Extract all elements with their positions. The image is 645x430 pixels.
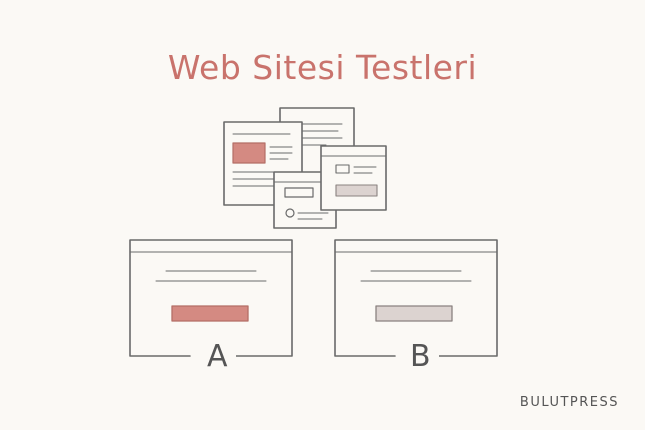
variant-b-window (334, 239, 498, 357)
page-title: Web Sitesi Testleri (167, 48, 478, 87)
variant-b-label: B (402, 340, 439, 374)
variant-a-window (129, 239, 293, 357)
document-right (320, 145, 387, 211)
document-cluster (223, 107, 387, 229)
brand-logo: BULUTPRESS (519, 395, 619, 410)
variant-a-button (171, 305, 249, 322)
variant-b-button (375, 305, 453, 322)
document-left (223, 121, 303, 206)
variant-a-label: A (199, 340, 236, 374)
